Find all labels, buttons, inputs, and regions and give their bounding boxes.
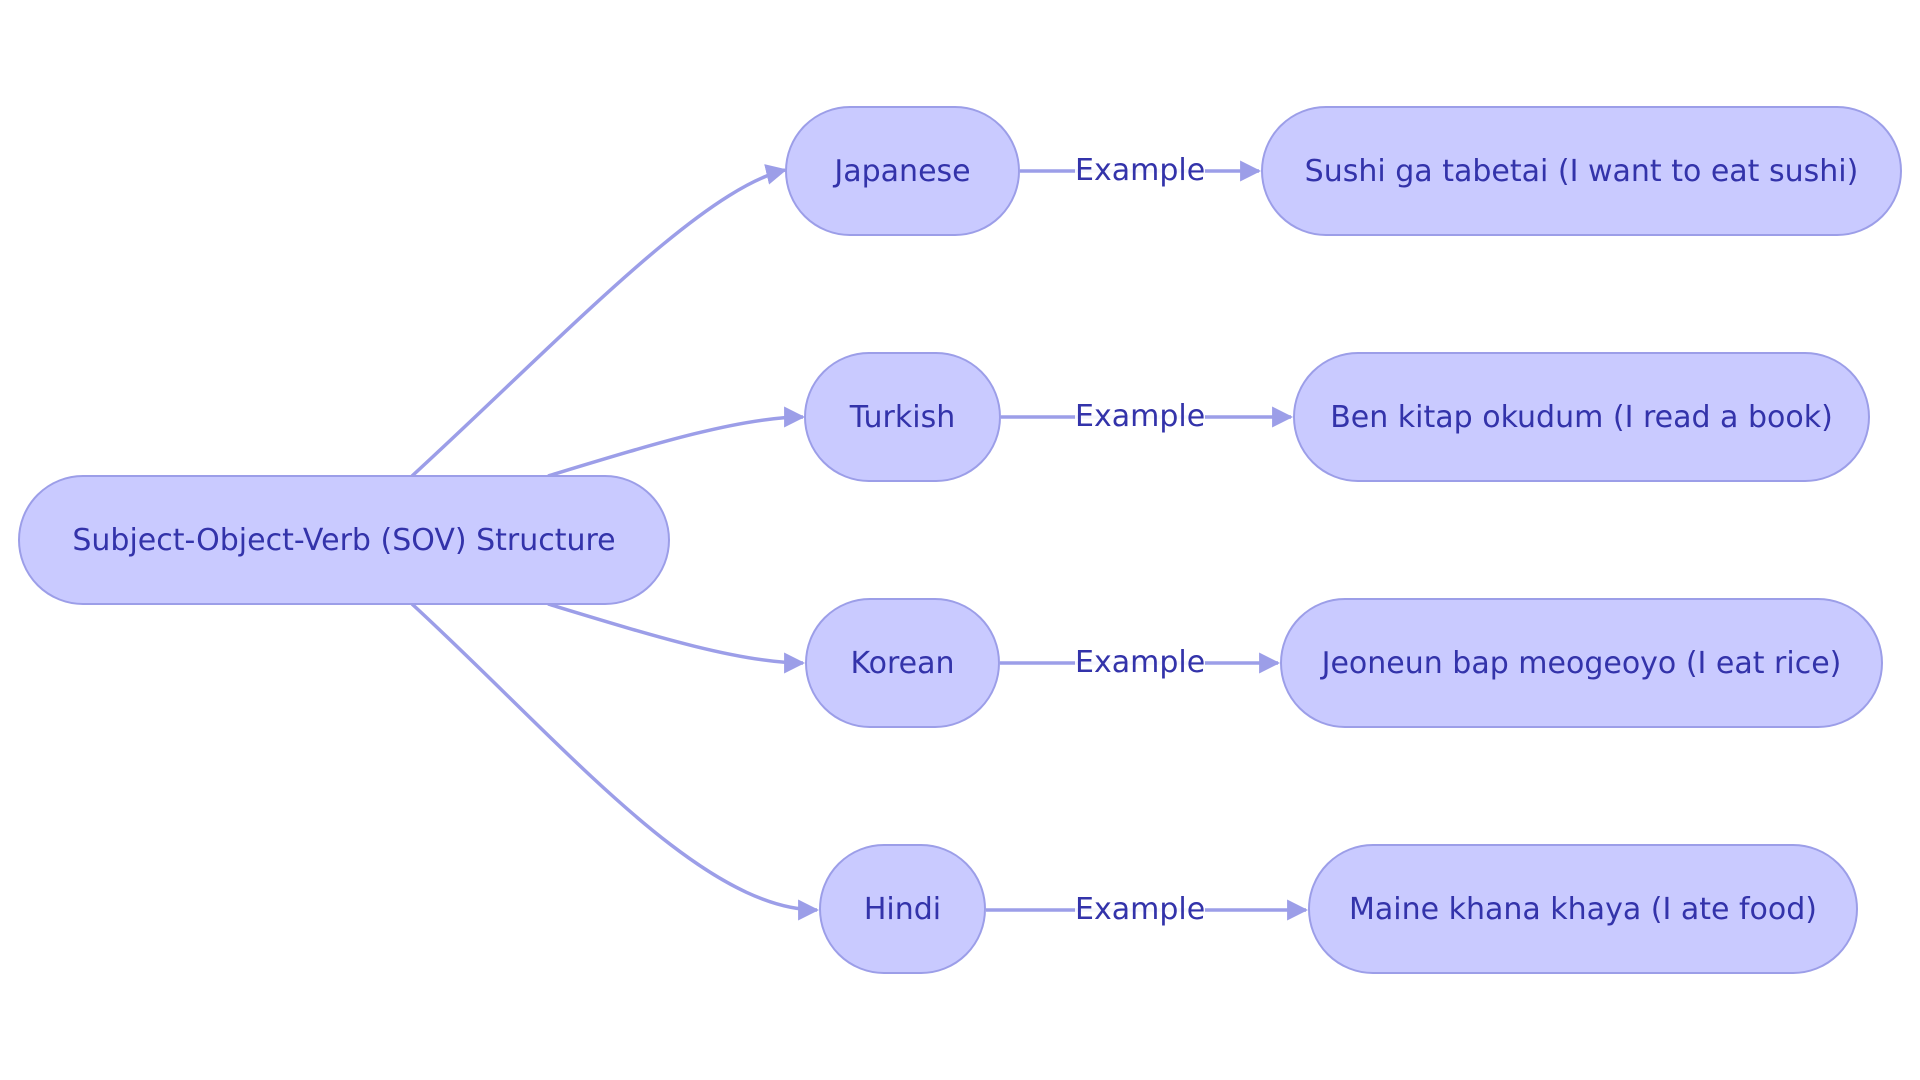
example-node-turkish[interactable]: Ben kitap okudum (I read a book) (1293, 352, 1870, 482)
root-node[interactable]: Subject-Object-Verb (SOV) Structure (18, 475, 670, 605)
language-node-label: Turkish (849, 399, 956, 435)
example-node-japanese[interactable]: Sushi ga tabetai (I want to eat sushi) (1261, 106, 1902, 236)
example-node-label: Ben kitap okudum (I read a book) (1330, 399, 1833, 435)
example-node-label: Sushi ga tabetai (I want to eat sushi) (1304, 153, 1859, 189)
language-node-japanese[interactable]: Japanese (785, 106, 1020, 236)
edge-root-turkish (547, 406, 806, 478)
language-node-korean[interactable]: Korean (805, 598, 1000, 728)
edge-label-hindi: Example (1075, 892, 1206, 928)
example-node-hindi[interactable]: Maine khana khaya (I ate food) (1308, 844, 1858, 974)
language-node-label: Japanese (834, 153, 971, 189)
language-node-label: Hindi (863, 891, 942, 927)
example-node-label: Jeoneun bap meogeoyo (I eat rice) (1321, 645, 1842, 681)
edge-label-korean: Example (1075, 645, 1206, 681)
edge-root-japanese (410, 164, 788, 478)
example-node-label: Maine khana khaya (I ate food) (1348, 891, 1817, 927)
language-node-hindi[interactable]: Hindi (819, 844, 986, 974)
language-node-turkish[interactable]: Turkish (804, 352, 1001, 482)
example-node-korean[interactable]: Jeoneun bap meogeoyo (I eat rice) (1280, 598, 1883, 728)
edge-label-turkish: Example (1075, 399, 1206, 435)
root-node-label: Subject-Object-Verb (SOV) Structure (72, 522, 616, 558)
language-node-label: Korean (850, 645, 955, 681)
edge-label-japanese: Example (1075, 153, 1206, 189)
edge-root-hindi (410, 602, 820, 921)
edge-root-korean (547, 602, 806, 674)
